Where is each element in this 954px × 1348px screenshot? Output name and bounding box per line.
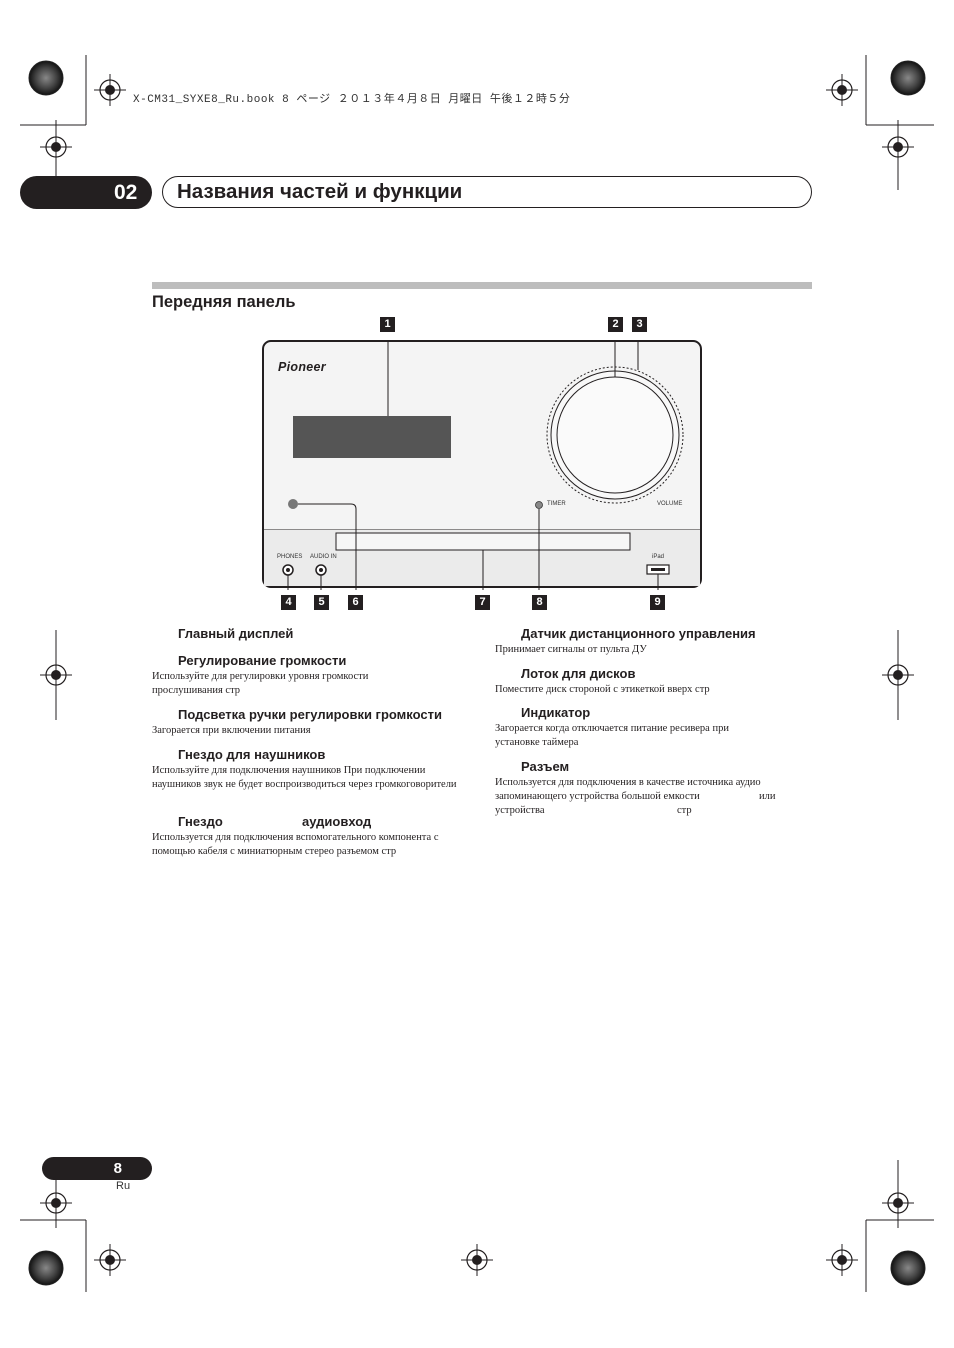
item-volume-light-title: Подсветка ручки регулировки громкости <box>178 707 442 722</box>
page-number-pill <box>42 1157 152 1180</box>
callout-7: 7 <box>475 595 490 610</box>
volume-label: VOLUME <box>657 501 683 507</box>
item-audio-in-title-a: Гнездо <box>178 814 223 829</box>
item-remote-sensor-title: Датчик дистанционного управления <box>521 626 756 641</box>
item-indicator-desc: Загорается когда отключается питание рес… <box>495 723 729 748</box>
item-volume-desc: Используйте для регулировки уровня громк… <box>152 671 369 696</box>
chapter-number-pill <box>20 176 152 209</box>
timer-indicator <box>535 501 543 509</box>
item-port-desc-5: стр <box>677 805 692 816</box>
callout-6: 6 <box>348 595 363 610</box>
item-main-display-title: Главный дисплей <box>178 626 294 641</box>
item-remote-sensor-desc: Принимает сигналы от пульта ДУ <box>495 644 647 655</box>
callout-2: 2 <box>608 317 623 332</box>
print-header-line: X-CM31_SYXE8_Ru.book 8 ページ ２０１３年４月８日 月曜日… <box>133 94 571 106</box>
item-port-desc-4: устройства <box>495 805 545 816</box>
item-volume-light-desc: Загорается при включении питания <box>152 725 311 736</box>
page-number: 8 <box>113 1160 122 1177</box>
phones-label: PHONES <box>277 554 303 560</box>
audio-in-label: AUDIO IN <box>310 554 337 560</box>
chapter-number: 02 <box>114 181 138 204</box>
item-port-desc-2: запоминающего устройства большой емкости <box>495 791 700 802</box>
callout-3: 3 <box>632 317 647 332</box>
section-title: Передняя панель <box>152 293 296 311</box>
timer-label: TIMER <box>547 501 566 507</box>
pioneer-logo: Pioneer <box>278 360 326 374</box>
item-indicator-title: Индикатор <box>521 705 591 720</box>
item-disc-tray-desc: Поместите диск стороной с этикеткой ввер… <box>495 684 710 695</box>
disc-tray <box>335 532 631 551</box>
item-phones-desc: Используйте для подключения наушников Пр… <box>152 765 457 790</box>
ipad-label: iPad <box>652 554 665 560</box>
callout-9: 9 <box>650 595 665 610</box>
item-disc-tray-title: Лоток для дисков <box>521 666 636 681</box>
callout-5: 5 <box>314 595 329 610</box>
section-divider <box>152 282 812 289</box>
callout-8: 8 <box>532 595 547 610</box>
remote-sensor <box>288 499 298 509</box>
item-audio-in-title-b: аудиовход <box>302 814 372 829</box>
page-language: Ru <box>116 1180 131 1192</box>
item-port-title: Разъем <box>521 759 570 774</box>
chapter-title-frame <box>162 176 812 208</box>
item-phones-title: Гнездо для наушников <box>178 747 326 762</box>
callout-1: 1 <box>380 317 395 332</box>
callout-4: 4 <box>281 595 296 610</box>
main-display <box>293 416 451 458</box>
chapter-title: Названия частей и функции <box>177 180 463 203</box>
front-panel-illustration <box>262 340 702 590</box>
item-port-desc-1: Используется для подключения в качестве … <box>495 777 761 788</box>
item-audio-in-desc: Используется для подключения вспомогател… <box>152 832 439 857</box>
item-port-desc-3: или <box>759 791 776 802</box>
item-volume-title: Регулирование громкости <box>178 653 347 668</box>
